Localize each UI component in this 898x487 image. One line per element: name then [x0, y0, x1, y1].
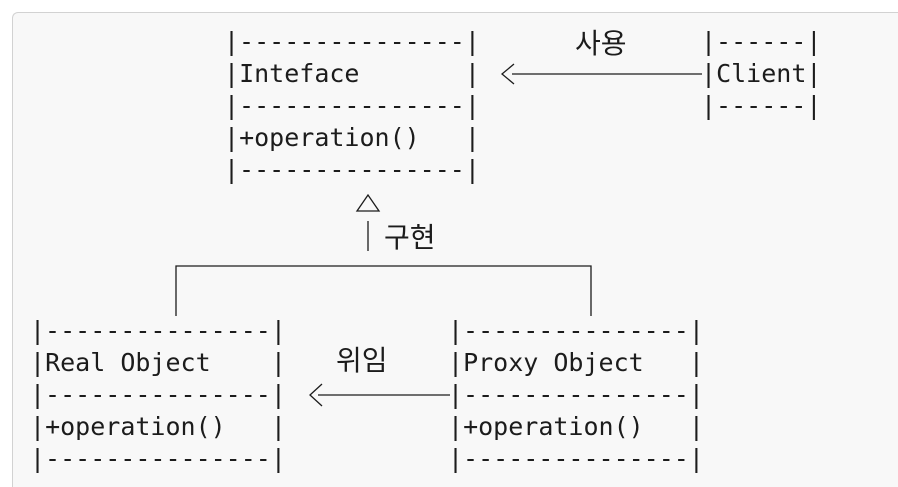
implements-branch — [175, 265, 592, 316]
proxy-object-name: Proxy Object — [463, 348, 644, 377]
implements-triangle — [355, 193, 381, 212]
real-object-box: |---------------| |Real Object | |------… — [30, 316, 286, 473]
implements-label: 구현 — [384, 221, 436, 254]
client-box: |------| |Client| |------| — [701, 27, 822, 120]
interface-method: +operation() — [239, 123, 420, 152]
delegate-arrowhead — [309, 383, 323, 407]
interface-name: Inteface — [239, 59, 360, 88]
real-object-name: Real Object — [45, 348, 211, 377]
delegates-label: 위임 — [336, 344, 388, 377]
interface-box: |---------------| |Inteface | |---------… — [224, 27, 480, 184]
uses-label: 사용 — [575, 27, 627, 60]
use-arrowhead — [500, 63, 515, 85]
proxy-object-method: +operation() — [463, 412, 644, 441]
client-name: Client — [716, 59, 807, 88]
proxy-object-box: |---------------| |Proxy Object | |-----… — [448, 316, 704, 473]
code-panel — [12, 12, 898, 487]
real-object-method: +operation() — [45, 412, 226, 441]
